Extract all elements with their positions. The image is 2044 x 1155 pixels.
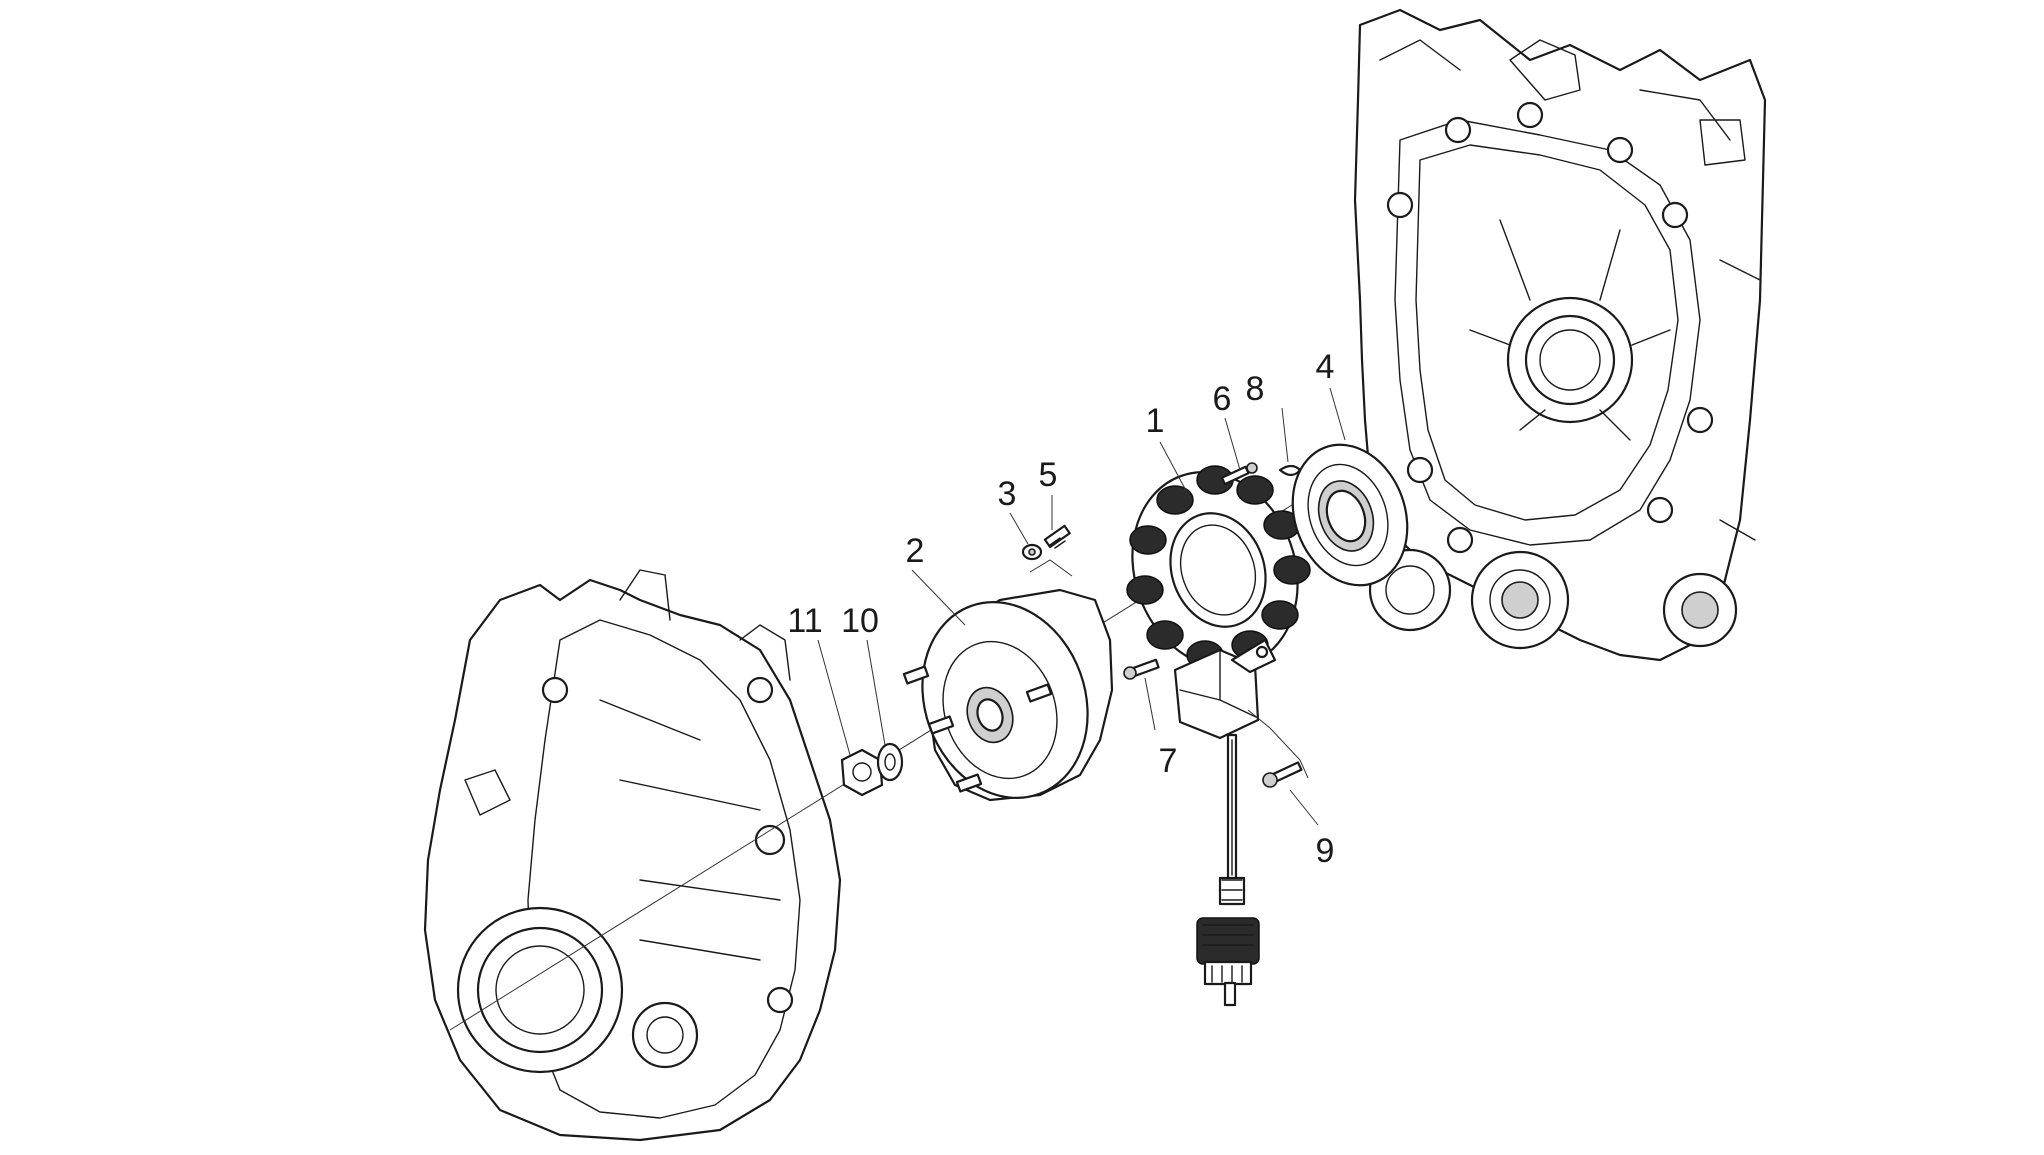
wire-harness-part [1218,733,1246,906]
washer-part [876,742,904,782]
stator-part [1126,465,1311,670]
pickup-screw-part [1123,658,1160,680]
flywheel-part [902,588,1114,802]
callout-7: 7 [1159,742,1178,780]
callout-labels: 1 2 3 4 5 6 7 8 9 10 11 [787,348,1334,870]
stator-screw-part [1220,462,1258,486]
pickup-sensor-part [1173,638,1277,740]
callout-6: 6 [1213,380,1232,418]
leader-lines [817,387,1346,826]
flywheel-bolt-part [1043,524,1071,549]
crankcase-part [1353,8,1767,662]
generator-cover-part [423,569,842,1142]
callout-3: 3 [998,475,1017,513]
callout-2: 2 [906,532,925,570]
callout-9: 9 [1316,832,1335,870]
oil-seal-part [1291,443,1409,587]
callout-5: 5 [1039,456,1058,494]
bolt-bracket-line [1029,559,1073,577]
screw-bracket-line [1247,709,1309,779]
callout-11: 11 [787,602,822,640]
callout-4: 4 [1316,348,1335,386]
nut-part [840,748,884,797]
callout-1: 1 [1146,402,1165,440]
small-washer-part [1021,543,1043,561]
connector-part [1196,917,1260,1007]
woodruff-key-part [1278,464,1302,477]
callout-8: 8 [1246,370,1265,408]
callout-10: 10 [841,602,879,640]
pickup-mount-screw-part [1262,761,1303,788]
